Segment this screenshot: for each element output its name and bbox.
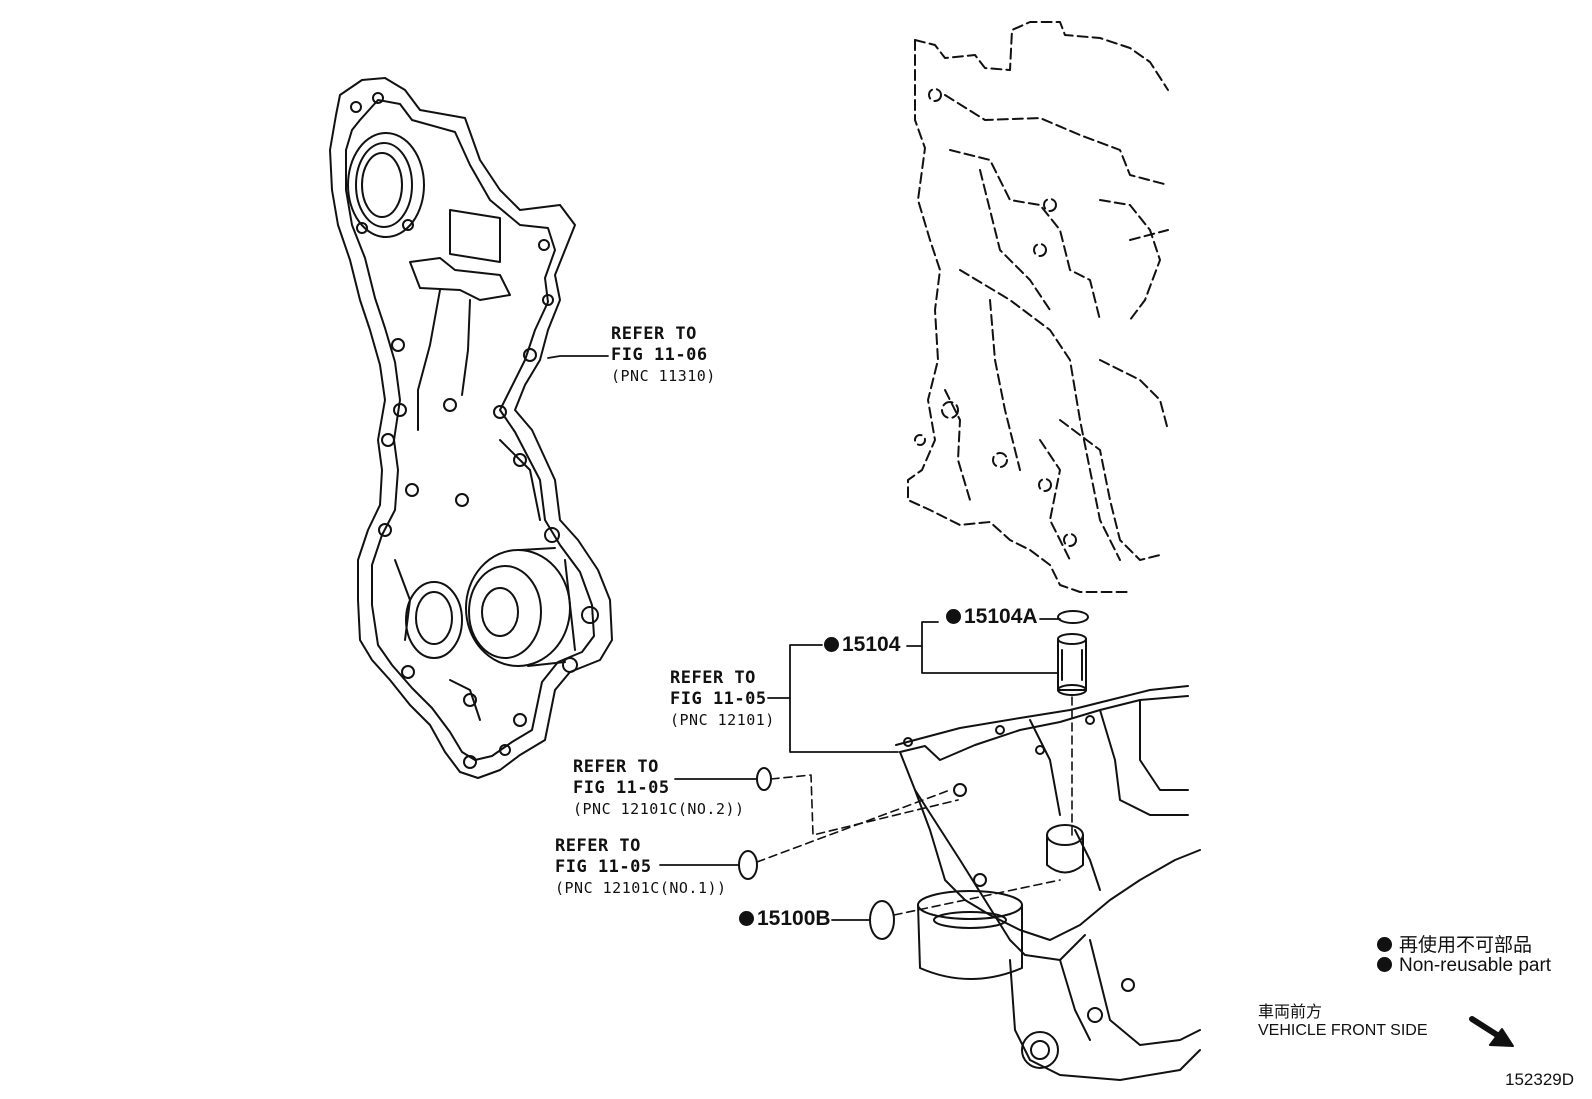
non-reusable-dot-icon <box>1377 957 1392 972</box>
part-number: 15100B <box>757 907 831 930</box>
legend-en-text: Non-reusable part <box>1399 955 1552 976</box>
callout-line1: REFER TO <box>555 836 641 856</box>
callout-line1: REFER TO <box>670 668 756 688</box>
part-number: 15104 <box>842 633 901 656</box>
diagram-id: 152329D <box>1505 1070 1575 1089</box>
callout-timing-cover: REFER TO FIG 11-06 (PNC 11310) <box>611 324 716 387</box>
non-reusable-dot-icon <box>1377 937 1392 952</box>
callout-line1: REFER TO <box>573 757 659 777</box>
direction-jp: 車両前方 <box>1258 1004 1323 1021</box>
callout-pnc: (PNC 11310) <box>611 367 716 385</box>
callout-pnc: (PNC 12101C(NO.1)) <box>555 879 727 897</box>
callout-line1: REFER TO <box>611 324 697 344</box>
oring-15100B <box>869 900 895 940</box>
callout-oring-no1: REFER TO FIG 11-05 (PNC 12101C(NO.1)) <box>555 836 727 899</box>
callout-line2: FIG 11-05 <box>555 857 652 877</box>
callout-pnc: (PNC 12101C(NO.2)) <box>573 800 745 818</box>
part-label-15104A[interactable]: 15104A <box>946 605 1038 629</box>
oring-no1 <box>738 850 758 880</box>
callout-line2: FIG 11-05 <box>670 689 767 709</box>
part-number: 15104A <box>964 605 1038 628</box>
leader-lines <box>547 355 1061 921</box>
alignment-lines <box>756 696 1073 916</box>
callout-oil-pan: REFER TO FIG 11-05 (PNC 12101) <box>670 668 775 731</box>
oil-pan-assembly <box>895 685 1201 1081</box>
part-label-15104[interactable]: 15104 <box>824 633 900 657</box>
callout-pnc: (PNC 12101) <box>670 711 775 729</box>
non-reusable-dot-icon <box>739 911 754 926</box>
oil-filter-element <box>1057 610 1089 696</box>
non-reusable-dot-icon <box>946 609 961 624</box>
part-label-15100B[interactable]: 15100B <box>739 907 831 931</box>
callout-line2: FIG 11-05 <box>573 778 670 798</box>
timing-chain-cover <box>329 77 613 779</box>
legend-jp: 再使用不可部品 <box>1377 930 1532 957</box>
callout-line2: FIG 11-06 <box>611 345 708 365</box>
engine-block-outline <box>907 21 1169 593</box>
vehicle-front-arrow-icon <box>1469 1016 1514 1047</box>
oring-no2 <box>756 767 772 791</box>
legend-en: Non-reusable part <box>1377 955 1551 977</box>
direction-en: VEHICLE FRONT SIDE <box>1258 1022 1428 1039</box>
callout-oring-no2: REFER TO FIG 11-05 (PNC 12101C(NO.2)) <box>573 757 745 820</box>
legend-jp-text: 再使用不可部品 <box>1399 935 1533 956</box>
non-reusable-dot-icon <box>824 637 839 652</box>
